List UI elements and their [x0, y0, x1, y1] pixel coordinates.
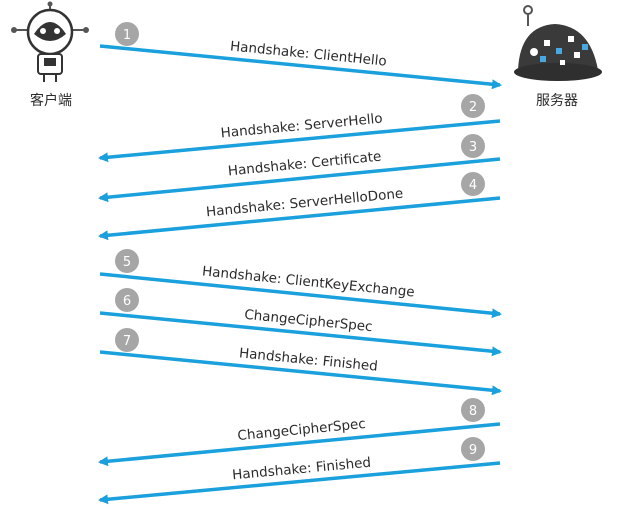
- message-arrow: [99, 272, 502, 319]
- step-badge: [461, 172, 485, 196]
- step-number: 4: [469, 178, 477, 193]
- client-robot-icon: [11, 1, 89, 82]
- step-number: 2: [469, 100, 477, 115]
- step-badge: [115, 288, 139, 312]
- message-label: Handshake: Finished: [238, 345, 378, 374]
- message-label: Handshake: Finished: [232, 455, 372, 484]
- step-badge: [115, 328, 139, 352]
- step-badge: [461, 437, 485, 461]
- step-number: 6: [123, 294, 131, 309]
- step-number: 5: [123, 255, 131, 270]
- step-number: 9: [469, 443, 477, 458]
- message-arrow: [98, 461, 501, 505]
- message-label: Handshake: Certificate: [227, 149, 382, 180]
- step-badge: [461, 134, 485, 158]
- step-badge: [115, 249, 139, 273]
- message-label: ChangeCipherSpec: [244, 307, 374, 335]
- message-arrow: [99, 311, 502, 357]
- message-arrow: [99, 44, 502, 90]
- step-number: 7: [123, 334, 131, 349]
- message-arrow: [98, 157, 501, 203]
- step-badge: [461, 398, 485, 422]
- client-label: 客户端: [30, 93, 72, 109]
- step-number: 8: [469, 404, 477, 419]
- server-label: 服务器: [536, 93, 578, 109]
- step-number: 1: [123, 28, 131, 43]
- message-arrow: [98, 196, 501, 241]
- message-label: Handshake: ServerHello: [220, 111, 383, 142]
- message-arrow: [99, 350, 502, 396]
- step-number: 3: [469, 140, 477, 155]
- server-robot-icon: [514, 5, 602, 81]
- message-arrow: [98, 119, 501, 163]
- message-arrow: [98, 422, 501, 467]
- step-badge: [461, 94, 485, 118]
- step-badge: [115, 22, 139, 46]
